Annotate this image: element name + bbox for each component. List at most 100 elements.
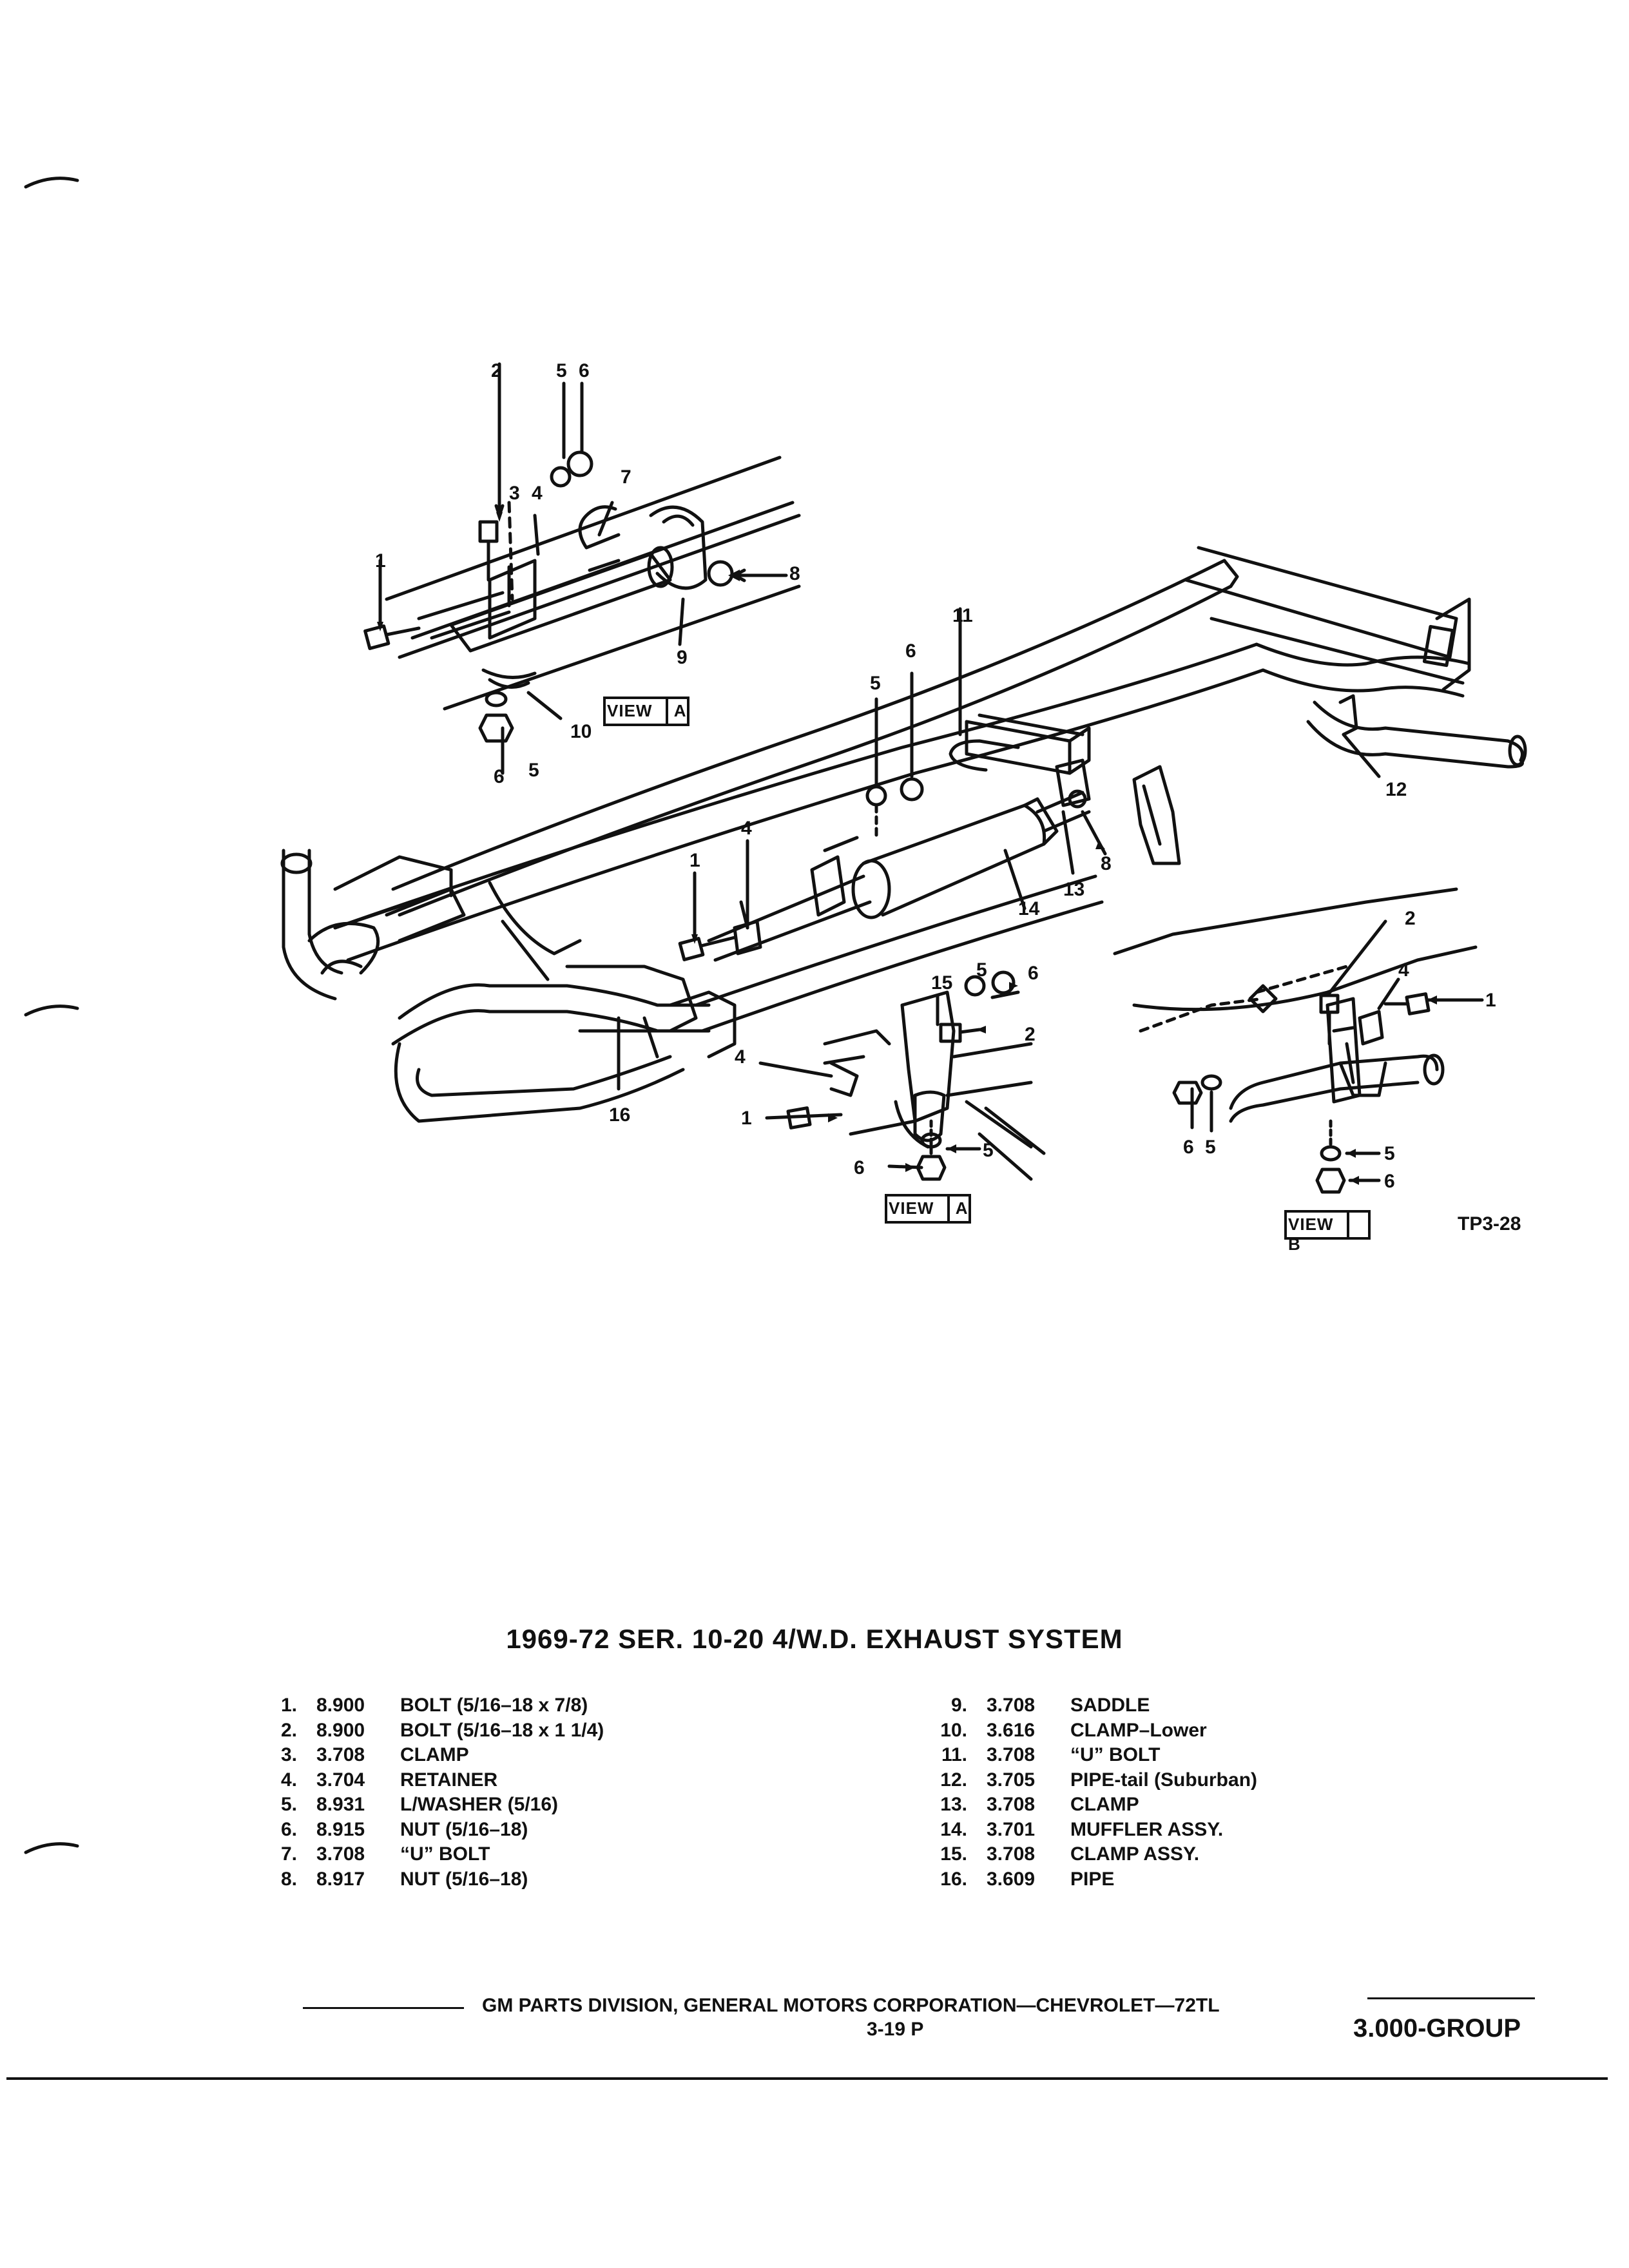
part-description: CLAMP–Lower (1070, 1719, 1207, 1741)
margin-mark (24, 1004, 79, 1017)
svg-text:5: 5 (528, 760, 539, 781)
svg-text:6: 6 (1028, 963, 1039, 984)
part-group-code: 3.704 (316, 1769, 365, 1791)
part-group-code: 3.708 (987, 1843, 1036, 1865)
part-number: 1. (280, 1695, 297, 1716)
part-description: MUFFLER ASSY. (1070, 1818, 1224, 1840)
svg-text:7: 7 (621, 466, 631, 488)
svg-text:6: 6 (854, 1157, 865, 1178)
part-group-code: 8.915 (316, 1818, 365, 1840)
svg-text:5: 5 (976, 959, 987, 981)
part-description: BOLT (5/16–18 x 1 1/4) (400, 1719, 604, 1741)
part-group-code: 3.705 (987, 1769, 1036, 1791)
part-description: “U” BOLT (400, 1843, 490, 1865)
view-a-bottom-label (885, 1194, 971, 1224)
part-group-code: 8.931 (316, 1794, 365, 1815)
svg-text:1: 1 (741, 1108, 752, 1129)
footer-rule-right (1367, 1997, 1535, 1999)
svg-text:2: 2 (1405, 908, 1416, 929)
part-number: 10. (940, 1719, 967, 1741)
part-number: 3. (280, 1744, 297, 1765)
view-b-view-word: VIEW B (1288, 1215, 1334, 1254)
part-description: RETAINER (400, 1769, 498, 1791)
part-group-code: 8.900 (316, 1695, 365, 1716)
part-description: BOLT (5/16–18 x 7/8) (400, 1695, 588, 1716)
part-row: 10. 3.616 CLAMP–Lower (925, 1718, 1257, 1744)
part-group-code: 3.701 (987, 1818, 1036, 1840)
part-row: 14. 3.701 MUFFLER ASSY. (925, 1818, 1257, 1843)
svg-text:8: 8 (1101, 853, 1112, 874)
svg-text:16: 16 (609, 1104, 630, 1126)
view-a-bottom-inset (758, 970, 1046, 1181)
svg-text:5: 5 (556, 360, 567, 381)
part-row: 12. 3.705 PIPE-tail (Suburban) (925, 1768, 1257, 1793)
part-number: 6. (280, 1818, 297, 1840)
svg-text:5: 5 (1205, 1137, 1216, 1158)
view-a-top-text: VIEW A (607, 701, 687, 721)
part-number: 8. (280, 1868, 297, 1890)
svg-text:12: 12 (1385, 779, 1407, 800)
part-row: 4. 3.704 RETAINER (255, 1768, 604, 1793)
svg-text:14: 14 (1018, 898, 1040, 919)
part-group-code: 3.708 (316, 1843, 365, 1865)
svg-text:10: 10 (570, 721, 592, 742)
svg-text:15: 15 (931, 972, 952, 994)
view-b-inset (1113, 887, 1484, 1194)
svg-text:5: 5 (1384, 1143, 1395, 1164)
part-description: PIPE-tail (Suburban) (1070, 1769, 1258, 1791)
svg-text:1: 1 (1485, 990, 1496, 1011)
part-number: 9. (950, 1695, 967, 1716)
svg-text:4: 4 (532, 483, 543, 504)
svg-text:6: 6 (494, 766, 505, 787)
part-description: CLAMP (400, 1744, 469, 1765)
svg-text:6: 6 (1183, 1137, 1194, 1158)
part-row: 11.3.708“U” BOLT (925, 1743, 1257, 1768)
part-number: 11. (941, 1744, 967, 1765)
page-number: 3-19 P (867, 2019, 924, 2040)
part-description: NUT (5/16–18) (400, 1868, 528, 1890)
part-number: 7. (280, 1843, 297, 1865)
part-group-code: 3.708 (987, 1695, 1036, 1716)
svg-text:4: 4 (741, 818, 752, 839)
svg-text:2: 2 (491, 360, 502, 381)
svg-text:4: 4 (1398, 959, 1409, 981)
svg-text:1: 1 (375, 550, 386, 572)
part-number: 4. (280, 1769, 297, 1791)
part-number: 13. (940, 1794, 967, 1815)
page-title: 1969-72 SER. 10-20 4/W.D. EXHAUST SYSTEM (506, 1624, 1123, 1654)
part-row: 8. 8.917 NUT (5/16–18) (255, 1867, 604, 1892)
footer-division: GM PARTS DIVISION, GENERAL MOTORS CORPOR… (482, 1995, 1220, 2016)
part-number: 12. (940, 1769, 967, 1791)
svg-text:5: 5 (870, 673, 881, 694)
svg-text:13: 13 (1063, 879, 1084, 900)
figure-code: TP3-28 (1458, 1213, 1521, 1235)
part-group-code: 3.616 (987, 1719, 1036, 1741)
part-group-code: 3.609 (987, 1868, 1036, 1890)
part-description: CLAMP ASSY. (1070, 1843, 1200, 1865)
callout-labels: 2 5 6 3 4 7 1 8 9 10 5 6 11 5 6 4 1 14 1… (375, 360, 1496, 1192)
svg-text:6: 6 (905, 640, 916, 662)
part-group-code: 8.917 (316, 1868, 365, 1890)
svg-text:11: 11 (952, 605, 973, 626)
svg-text:6: 6 (579, 360, 590, 381)
svg-text:3: 3 (509, 483, 520, 504)
view-a-top-inset (363, 362, 801, 775)
view-a-top-view-word: VIEW A (607, 701, 687, 720)
part-number: 14. (940, 1818, 967, 1840)
svg-text:4: 4 (735, 1046, 746, 1068)
svg-text:5: 5 (983, 1140, 994, 1161)
part-description: L/WASHER (5/16) (400, 1794, 559, 1815)
chassis-frame (280, 546, 1527, 1123)
group-number: 3.000-GROUP (1353, 2014, 1521, 2042)
footer-rule-left (303, 2007, 464, 2009)
part-group-code: 3.708 (987, 1744, 1036, 1765)
